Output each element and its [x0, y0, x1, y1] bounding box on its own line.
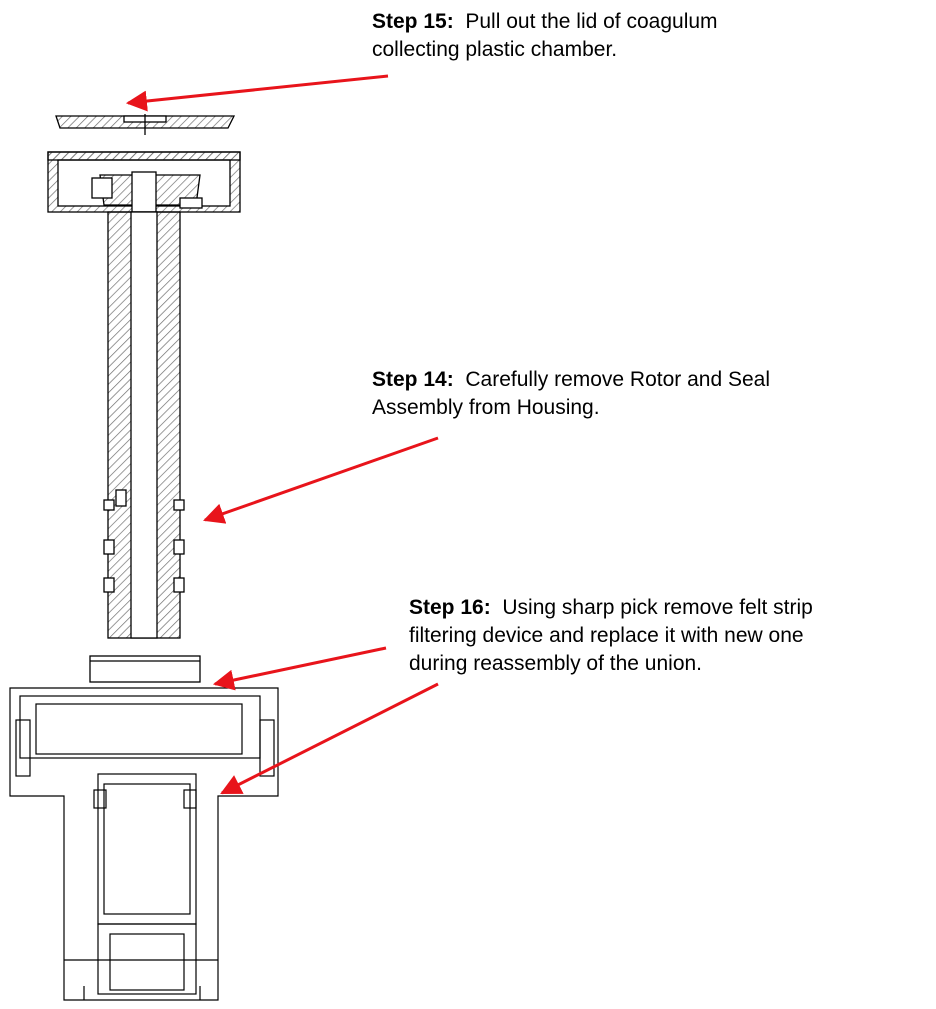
- step-16-caption: Step 16: Using sharp pick remove felt st…: [409, 594, 929, 678]
- step-16-label: Step 16:: [409, 596, 491, 619]
- arrow-step-16-housing: [220, 682, 439, 795]
- step-15-label: Step 15:: [372, 10, 454, 33]
- step-15-text-line2: collecting plastic chamber.: [372, 38, 618, 61]
- step-14-caption: Step 14: Carefully remove Rotor and Seal…: [372, 366, 892, 422]
- arrow-step-14: [203, 436, 439, 524]
- lower-housing: [9, 687, 279, 1001]
- step-16-text-line3: during reassembly of the union.: [409, 652, 703, 675]
- upper-cap: [47, 151, 241, 213]
- arrows: [125, 74, 439, 795]
- arrow-step-15: [125, 74, 389, 112]
- rotor-shaft: [103, 211, 185, 639]
- felt-strip: [89, 655, 201, 683]
- arrow-step-16-felt: [212, 646, 387, 691]
- step-14-label: Step 14:: [372, 368, 454, 391]
- chamber-lid: [55, 114, 236, 135]
- step-16-text-line2: filtering device and replace it with new…: [409, 624, 804, 647]
- step-14-text: Carefully remove Rotor and Seal: [465, 368, 771, 391]
- step-15-caption: Step 15: Pull out the lid of coagulum co…: [372, 8, 892, 64]
- step-14-text-line2: Assembly from Housing.: [372, 396, 600, 419]
- step-15-text: Pull out the lid of coagulum: [465, 10, 718, 33]
- step-16-text: Using sharp pick remove felt strip: [502, 596, 813, 619]
